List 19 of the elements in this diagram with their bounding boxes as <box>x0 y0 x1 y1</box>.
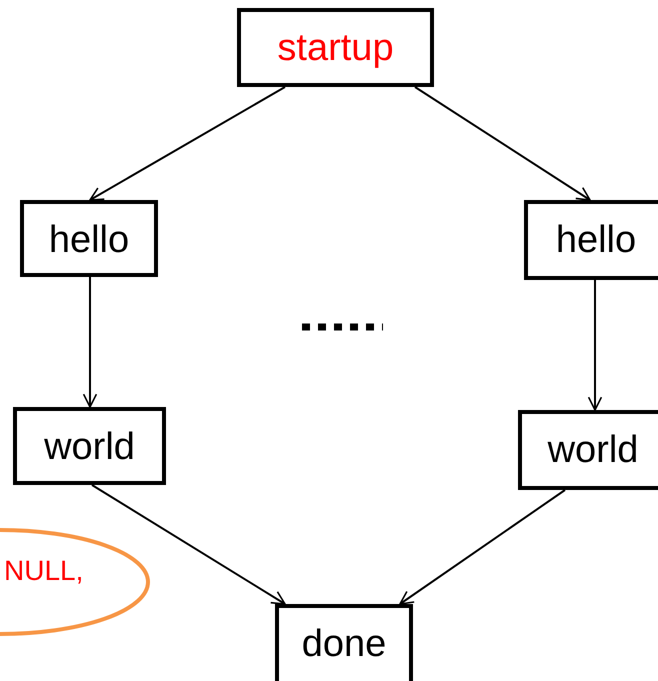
process-box <box>13 407 166 485</box>
arrow <box>89 86 286 201</box>
process-box <box>524 200 658 280</box>
arrow <box>399 489 566 605</box>
process-box <box>20 200 158 277</box>
node-label: hello <box>48 218 130 262</box>
arrow <box>91 484 286 605</box>
arrow <box>414 86 591 201</box>
node-label: world <box>44 425 135 469</box>
process-box <box>518 410 658 490</box>
arrow <box>588 280 602 411</box>
process-box <box>275 604 413 681</box>
node-label: NULL, <box>4 557 84 585</box>
node-label: hello <box>556 218 636 262</box>
arrow <box>82 277 98 408</box>
process-box <box>237 8 434 87</box>
node-label: done <box>302 622 386 666</box>
node-label: startup <box>277 26 394 70</box>
node-label: world <box>548 428 638 472</box>
